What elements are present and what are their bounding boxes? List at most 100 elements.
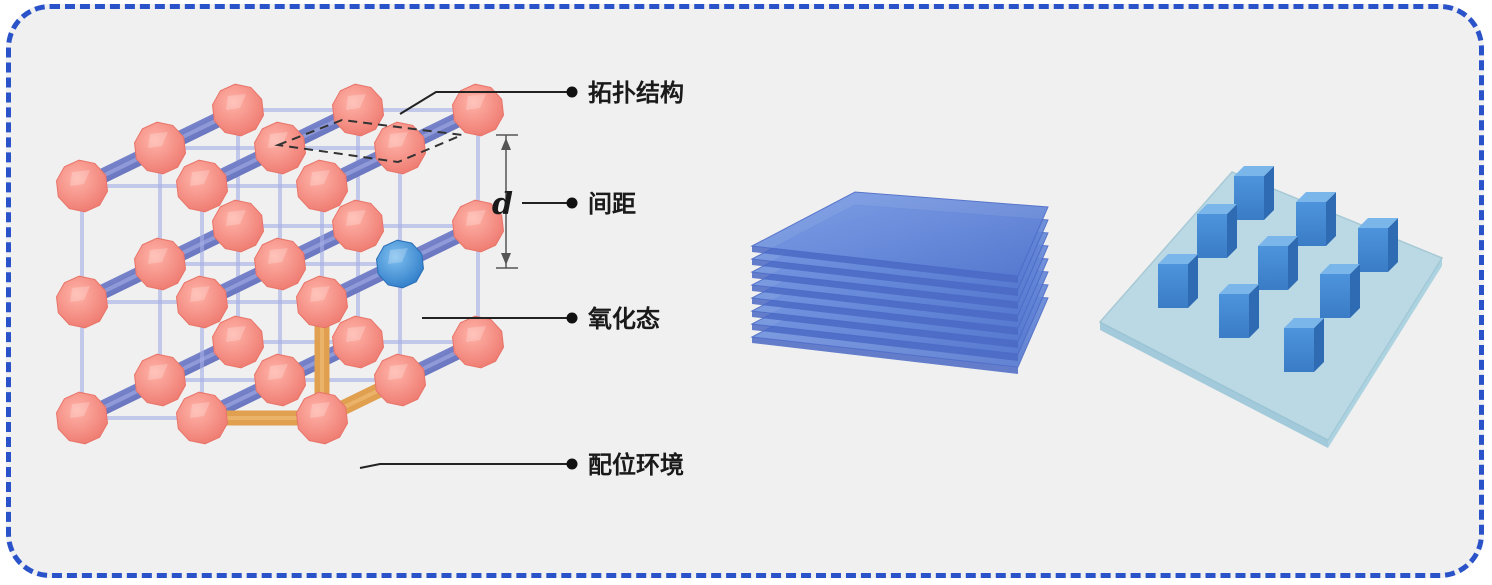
lattice-node [133, 237, 187, 291]
lattice-node [451, 199, 505, 253]
lattice-node [175, 391, 229, 445]
node-facet [148, 132, 168, 148]
oxidation-state-node [375, 239, 425, 289]
stacked-layers-icon [750, 191, 1049, 374]
layer-edge [752, 324, 1018, 361]
pillar-side [1350, 264, 1360, 318]
d-dimension [496, 134, 518, 269]
pillar [1219, 294, 1249, 338]
pillar-side [1314, 318, 1324, 372]
node-facet [70, 170, 90, 186]
layer-edge [752, 272, 1018, 309]
node-facet [190, 170, 210, 186]
pillar [1197, 214, 1227, 258]
pillar-top [1158, 254, 1198, 264]
node-facet [388, 364, 408, 380]
lattice-node [295, 275, 349, 329]
crystal-lattice-icon [55, 83, 505, 445]
leader-lines [359, 86, 578, 470]
pillar-top [1219, 284, 1259, 294]
node-facet [226, 326, 246, 342]
node-facet [148, 248, 168, 264]
pillar-top [1234, 166, 1274, 176]
pillar-side [1227, 204, 1237, 258]
pillar-top [1197, 204, 1237, 214]
node-facet [466, 94, 486, 110]
pillar [1284, 328, 1314, 372]
pillar-top [1320, 264, 1360, 274]
node-facet [190, 286, 210, 302]
lattice-node [253, 353, 307, 407]
pillar-top [1284, 318, 1324, 328]
pillar-side [1388, 218, 1398, 272]
substrate-edge [1328, 258, 1442, 448]
pillar-side [1249, 284, 1259, 338]
lattice-node [331, 83, 385, 137]
node-facet [466, 210, 486, 226]
pillar [1358, 228, 1388, 272]
layer-edge [752, 337, 1018, 374]
lattice-node [295, 391, 349, 445]
pillar-side [1188, 254, 1198, 308]
node-facet [268, 132, 288, 148]
stacked-sheet [750, 191, 1049, 277]
topology-dashed-box [274, 118, 466, 164]
lattice-node [55, 391, 109, 445]
substrate-edge [1100, 322, 1328, 448]
lattice-node [211, 199, 265, 253]
layer-edge [752, 285, 1018, 322]
label-spacing: 间距 [588, 189, 636, 218]
layer-edge [752, 298, 1018, 335]
lattice-node [175, 275, 229, 329]
node-facet [268, 364, 288, 380]
lattice-node [133, 353, 187, 407]
lattice-node [373, 121, 427, 175]
lattice-node [295, 159, 349, 213]
lattice-node [175, 159, 229, 213]
lattice-node [331, 199, 385, 253]
node-facet [70, 286, 90, 302]
node-facet [148, 364, 168, 380]
label-coordination-environment: 配位环境 [588, 450, 684, 479]
node-facet [346, 326, 366, 342]
label-topology: 拓扑结构 [588, 78, 684, 107]
node-facet [310, 286, 330, 302]
pillar [1158, 264, 1188, 308]
node-facet [346, 210, 366, 226]
lattice-node [55, 159, 109, 213]
pillar [1320, 274, 1350, 318]
node-facet [190, 402, 210, 418]
lattice-node [253, 121, 307, 175]
node-facet [388, 132, 408, 148]
lattice-node [211, 315, 265, 369]
layer-edge [752, 246, 1018, 283]
lattice-node [133, 121, 187, 175]
lattice-node [331, 315, 385, 369]
lattice-node [211, 83, 265, 137]
node-facet [268, 248, 288, 264]
pillar-top [1296, 192, 1336, 202]
pillar [1234, 176, 1264, 220]
node-facet [310, 402, 330, 418]
node-facet [346, 94, 366, 110]
pillar-side [1288, 236, 1298, 290]
pillar [1258, 246, 1288, 290]
node-facet [226, 210, 246, 226]
node-facet [388, 248, 408, 264]
pillar-top [1358, 218, 1398, 228]
pillar-array-icon [1098, 166, 1444, 448]
label-oxidation-state: 氧化态 [588, 304, 660, 333]
pillar-side [1264, 166, 1274, 220]
node-facet [310, 170, 330, 186]
label-d: d [492, 187, 513, 222]
node-facet [466, 326, 486, 342]
lattice-node [373, 353, 427, 407]
node-facet [70, 402, 90, 418]
lattice-node [253, 237, 307, 291]
node-facet [226, 94, 246, 110]
pillar-top [1258, 236, 1298, 246]
pillar-side [1326, 192, 1336, 246]
lattice-node [55, 275, 109, 329]
pillar [1296, 202, 1326, 246]
